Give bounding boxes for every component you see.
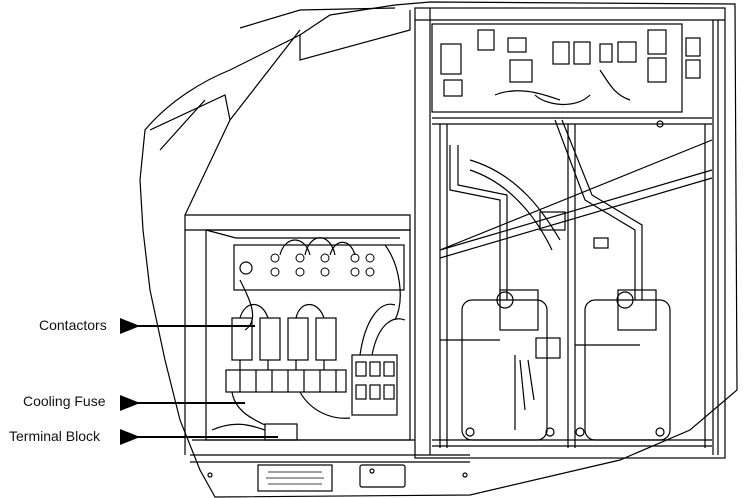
refrigerant-piping xyxy=(449,145,501,300)
cooling-fuse-label: Cooling Fuse xyxy=(23,393,106,409)
cooling-fuses xyxy=(225,369,347,393)
compressor-left xyxy=(461,299,548,441)
cutaway-outline xyxy=(139,1,738,498)
terminal-block xyxy=(264,423,298,441)
compressor-cabinet xyxy=(414,7,726,459)
compressor-right xyxy=(584,299,671,441)
electrical-box xyxy=(205,229,411,441)
power-terminal-plate xyxy=(233,244,405,291)
terminal-block-label: Terminal Block xyxy=(9,428,101,444)
contactors xyxy=(231,317,337,361)
duct-opening xyxy=(149,94,231,216)
contactors-label: Contactors xyxy=(39,317,107,333)
rating-plate xyxy=(257,464,333,492)
upper-control-panel xyxy=(431,23,683,113)
